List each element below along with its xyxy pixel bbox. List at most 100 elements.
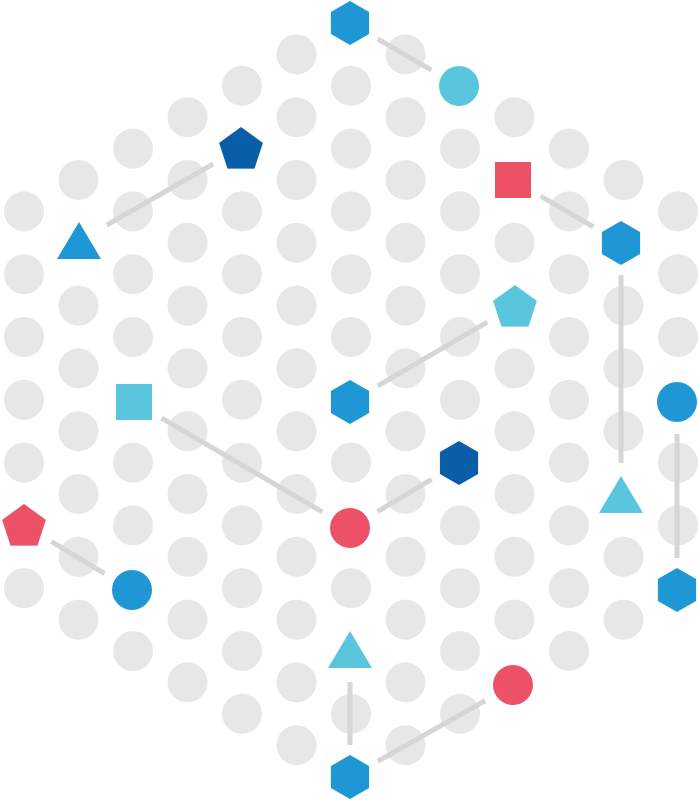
grid-dot — [113, 631, 153, 671]
grid-dot — [4, 191, 44, 232]
grid-dot — [440, 254, 480, 295]
grid-dot — [385, 411, 426, 452]
grid-dot — [222, 379, 262, 420]
blue-hexagon-node — [330, 1, 370, 45]
grid-dot — [549, 568, 589, 609]
red-circle-node — [330, 508, 370, 548]
blue-hexagon-node — [330, 380, 370, 424]
grid-dot — [167, 97, 208, 138]
connector-line-n7-n8 — [376, 319, 489, 389]
connector-line-n14-n15 — [50, 539, 106, 576]
grid-dot — [331, 191, 371, 232]
grid-dot — [549, 128, 589, 169]
grid-dot — [222, 191, 262, 232]
grid-dot — [276, 662, 317, 703]
grid-dot — [276, 599, 317, 640]
grid-dot — [440, 631, 480, 671]
cyan-circle-node — [439, 66, 479, 106]
grid-dot — [494, 97, 535, 138]
grid-dot — [4, 254, 44, 295]
grid-dot — [494, 536, 535, 577]
blue-triangle-node — [57, 222, 101, 259]
grid-dot — [222, 317, 262, 357]
grid-dot — [113, 505, 153, 546]
connector-line-n9-n12 — [160, 415, 324, 515]
red-circle-node — [493, 665, 533, 705]
grid-dot — [494, 474, 535, 514]
connector-line-n11-n12 — [376, 477, 433, 514]
grid-dot — [113, 442, 153, 483]
grid-dot — [222, 631, 262, 671]
grid-dot — [658, 191, 698, 232]
grid-dot — [276, 222, 317, 263]
grid-dot — [167, 599, 208, 640]
grid-dot — [276, 411, 317, 452]
grid-dot — [276, 348, 317, 389]
grid-dot — [167, 285, 208, 326]
connector-line-n19-n18 — [376, 698, 487, 764]
grid-dot — [549, 631, 589, 671]
grid-dot — [167, 348, 208, 389]
connector-line-n3-n4 — [105, 161, 215, 228]
grid-dot — [276, 285, 317, 326]
grid-dot — [276, 97, 317, 138]
grid-dot — [276, 160, 317, 200]
grid-dot — [549, 442, 589, 483]
grid-dot — [385, 97, 426, 138]
blue-hexagon-node — [601, 221, 641, 265]
grid-dot — [331, 65, 371, 106]
grid-dot — [331, 442, 371, 483]
cyan-square-node — [116, 384, 152, 420]
grid-dot — [385, 285, 426, 326]
cyan-triangle-node — [599, 476, 643, 513]
grid-dot — [167, 222, 208, 263]
grid-dot — [276, 725, 317, 766]
grid-dot — [222, 505, 262, 546]
grid-dot — [440, 568, 480, 609]
grid-dot — [4, 568, 44, 609]
grid-dot — [167, 536, 208, 577]
grid-dot — [222, 693, 262, 734]
grid-dot — [222, 568, 262, 609]
grid-dot — [603, 536, 644, 577]
grid-dot — [385, 599, 426, 640]
grid-dot — [113, 254, 153, 295]
grid-dot — [385, 160, 426, 200]
grid-dot — [331, 128, 371, 169]
grid-dot — [58, 348, 99, 389]
grid-dot — [440, 128, 480, 169]
grid-dot — [4, 442, 44, 483]
connector-line-n1-n2 — [376, 36, 433, 73]
cyan-triangle-node — [328, 631, 372, 668]
grid-dot — [58, 474, 99, 514]
grid-dot — [58, 599, 99, 640]
grid-dot — [385, 662, 426, 703]
grid-dot — [549, 505, 589, 546]
grid-dot — [58, 160, 99, 200]
connector-line-n5-n6 — [539, 193, 595, 230]
grid-dot — [549, 317, 589, 357]
grid-dot — [58, 411, 99, 452]
connector-lines — [50, 36, 680, 764]
grid-dot — [440, 379, 480, 420]
grid-dot — [276, 34, 317, 75]
grid-dot — [603, 599, 644, 640]
grid-dot — [331, 254, 371, 295]
grid-dot — [58, 285, 99, 326]
grid-dot — [658, 317, 698, 357]
grid-dot — [331, 568, 371, 609]
grid-dot — [494, 348, 535, 389]
grid-dot — [494, 411, 535, 452]
grid-dot — [385, 222, 426, 263]
grid-dot — [276, 536, 317, 577]
red-pentagon-node — [2, 504, 46, 546]
grid-dot — [331, 317, 371, 357]
grid-dot — [167, 662, 208, 703]
navy-pentagon-node — [219, 127, 263, 169]
grid-dot — [167, 474, 208, 514]
grid-dot — [4, 379, 44, 420]
grid-dot — [603, 160, 644, 200]
blue-hexagon-node — [657, 568, 697, 612]
